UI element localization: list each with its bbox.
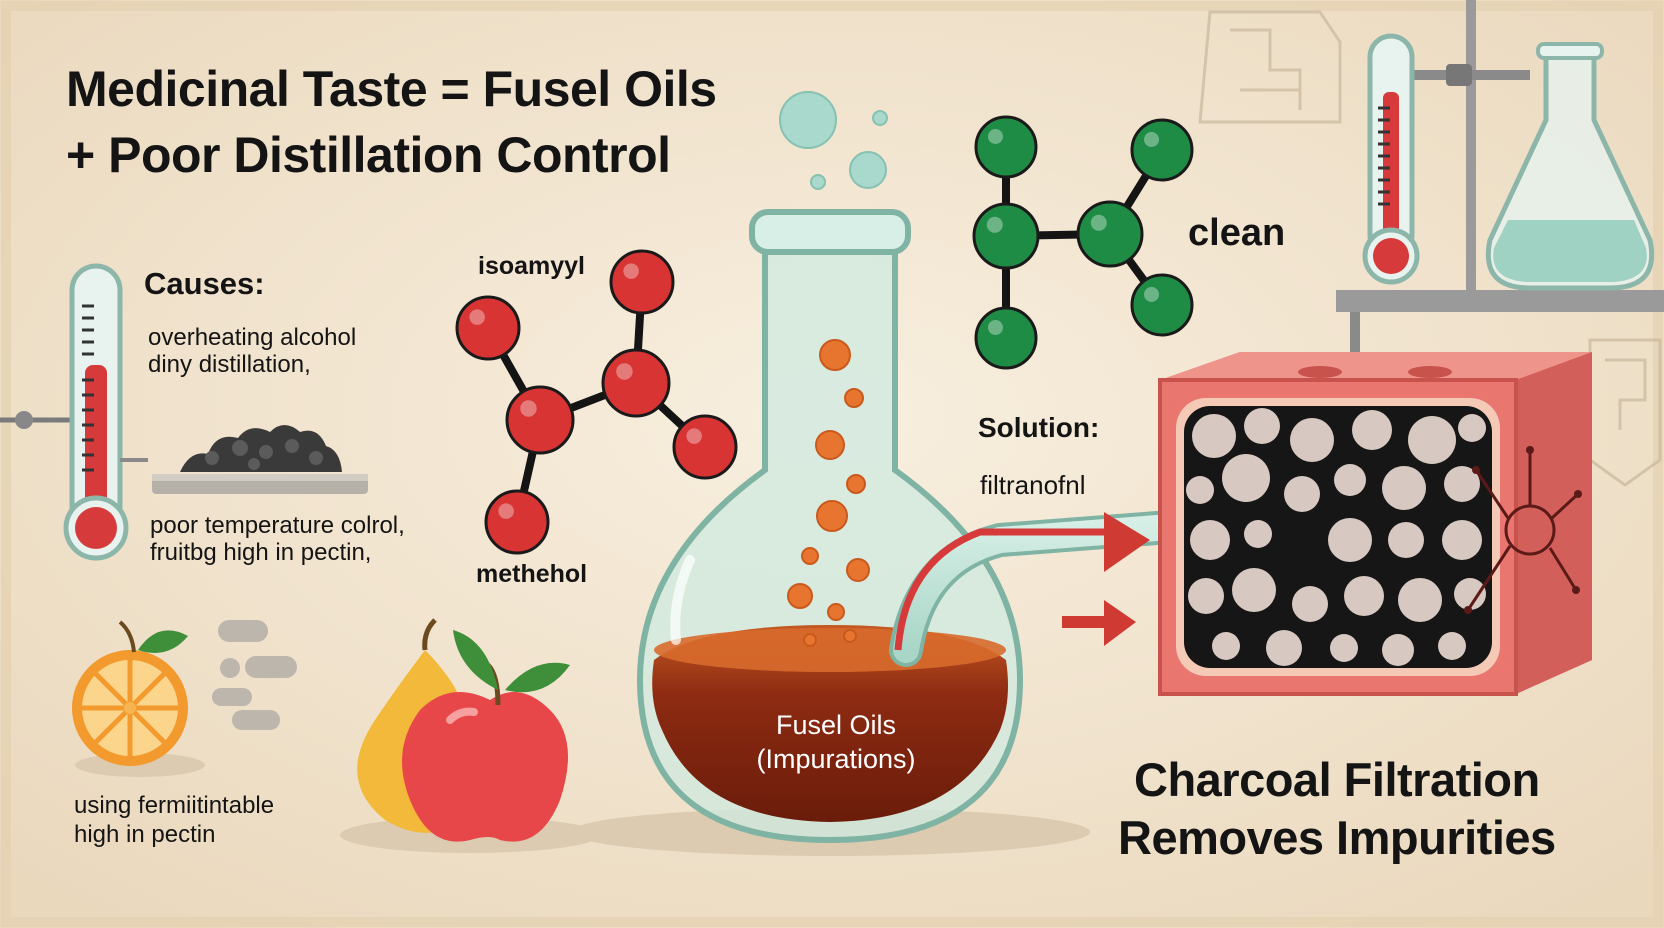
bubble xyxy=(815,430,845,460)
atom xyxy=(672,414,738,480)
bubble xyxy=(819,339,851,371)
atom xyxy=(1130,118,1194,182)
footer-title-line2: Removes Impurities xyxy=(1118,811,1556,864)
charcoal-pore xyxy=(1284,476,1320,512)
cause-text: high in pectin xyxy=(74,821,216,848)
bubble xyxy=(844,388,864,408)
page-title: Medicinal Taste = Fusel Oils xyxy=(66,61,717,117)
page-title-line2: + Poor Distillation Control xyxy=(66,127,671,183)
bubble xyxy=(816,500,848,532)
causes-heading: Causes: xyxy=(144,266,265,301)
charcoal-pore xyxy=(1382,634,1414,666)
smoke-icon xyxy=(212,620,297,730)
charcoal-pore xyxy=(1266,630,1302,666)
fruit-icon xyxy=(340,618,600,853)
atom xyxy=(974,306,1038,370)
charcoal-pore xyxy=(1444,466,1480,502)
atom xyxy=(972,202,1040,270)
cause-text: using fermiitintable xyxy=(74,792,275,819)
charcoal-pore xyxy=(1328,518,1372,562)
cause-text: fruitbg high in pectin, xyxy=(150,539,372,566)
charcoal-pore xyxy=(1212,632,1240,660)
charcoal-pore xyxy=(1458,414,1486,442)
charcoal-pore xyxy=(1192,414,1236,458)
arrow-icon xyxy=(1062,512,1150,646)
lab-stand-icon xyxy=(1336,0,1664,352)
clean-label: clean xyxy=(1188,212,1286,254)
charcoal-pore xyxy=(1352,410,1392,450)
atom xyxy=(609,249,675,315)
charcoal-pore xyxy=(1186,476,1214,504)
charcoal-pore xyxy=(1454,578,1486,610)
cause-text: poor temperature colrol, xyxy=(150,512,405,539)
flask-label-sub: (Impurations) xyxy=(756,744,916,774)
bubble xyxy=(801,547,819,565)
bubble xyxy=(846,474,866,494)
blueprint-decoration xyxy=(1198,10,1662,487)
charcoal-pore xyxy=(1330,634,1358,662)
molecule-label-top: isoamyyl xyxy=(478,252,586,280)
charcoal-pore xyxy=(1344,576,1384,616)
charcoal-pore xyxy=(1398,578,1442,622)
charcoal-pore xyxy=(1222,454,1270,502)
bubble xyxy=(803,633,817,647)
charcoal-pore xyxy=(1382,466,1426,510)
atom xyxy=(484,489,550,555)
charcoal-pore xyxy=(1438,632,1466,660)
bubble xyxy=(843,629,857,643)
cause-text: overheating alcohol xyxy=(148,324,357,351)
cause-text: diny distillation, xyxy=(148,351,311,378)
atom xyxy=(455,295,521,361)
molecule-label-bottom: methehol xyxy=(476,560,588,588)
charcoal-pore xyxy=(1388,522,1424,558)
atom xyxy=(1130,273,1194,337)
charcoal-pile-icon xyxy=(152,425,368,494)
clean-molecule xyxy=(972,115,1194,370)
filtration-pipe xyxy=(889,503,1279,667)
footer-title: Charcoal Filtration xyxy=(1134,753,1540,806)
charcoal-pore xyxy=(1244,408,1280,444)
charcoal-pore xyxy=(1292,586,1328,622)
charcoal-pore xyxy=(1408,416,1456,464)
bubble xyxy=(846,558,870,582)
solution-heading: Solution: xyxy=(978,412,1100,443)
charcoal-pore xyxy=(1290,418,1334,462)
charcoal-pore xyxy=(1188,578,1224,614)
orange-slice-icon xyxy=(72,620,205,777)
vapor-bubbles xyxy=(779,91,888,190)
charcoal-pore xyxy=(1190,520,1230,560)
charcoal-pore xyxy=(1244,520,1272,548)
charcoal-pore xyxy=(1334,464,1366,496)
atom xyxy=(974,115,1038,179)
solution-text: filtranofnl xyxy=(980,470,1086,500)
thermometer-icon xyxy=(0,263,148,561)
atom xyxy=(505,385,575,455)
charcoal-filter-box xyxy=(1158,352,1592,696)
atom xyxy=(601,348,671,418)
flask-label: Fusel Oils xyxy=(775,710,897,740)
charcoal-pore xyxy=(1442,520,1482,560)
bubble xyxy=(787,583,813,609)
charcoal-pore xyxy=(1232,568,1276,612)
atom xyxy=(1076,200,1144,268)
fusel-molecule xyxy=(455,249,738,555)
bubble xyxy=(827,603,845,621)
